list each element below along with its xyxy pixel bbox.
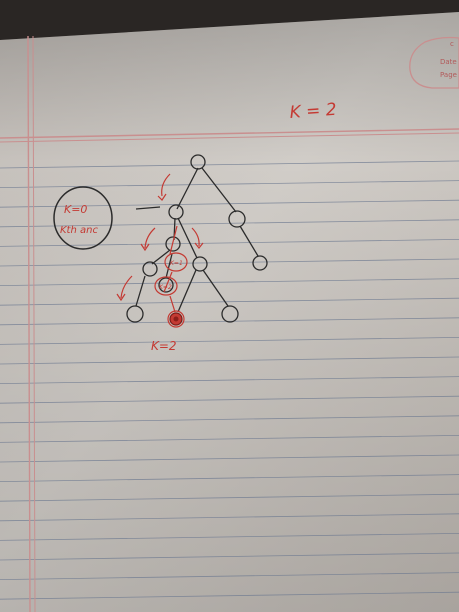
arrow-4	[120, 275, 133, 299]
tree-node-inner	[158, 277, 174, 293]
ruled-line	[0, 513, 459, 522]
ruled-line	[0, 278, 459, 286]
ruled-line	[0, 454, 459, 463]
inner-label-k2: K=2	[159, 284, 172, 291]
tree-node-mid	[192, 256, 208, 272]
inner-label-k1: K=1	[170, 260, 183, 267]
header-line-1	[0, 128, 459, 139]
ruled-line	[0, 395, 459, 404]
arrow-3	[191, 227, 200, 247]
path-segment-1	[169, 225, 178, 255]
tree-nodes	[126, 154, 268, 323]
ruled-line	[0, 572, 459, 580]
ruled-line	[0, 435, 459, 443]
ruled-line	[0, 552, 459, 561]
svg-text:c: c	[450, 40, 454, 48]
ruled-line	[0, 376, 459, 384]
ruled-line	[0, 160, 459, 169]
tree-node-leaf-3	[221, 305, 239, 323]
tree-node-right	[228, 210, 246, 228]
stamp-date-label: Date	[440, 58, 457, 66]
date-page-stamp: Date Page c	[409, 36, 459, 89]
inner-circle-k1	[164, 252, 188, 272]
tree-node-root	[190, 154, 206, 170]
ruled-line	[0, 356, 459, 365]
ruled-line	[0, 297, 459, 306]
target-node	[169, 312, 183, 326]
ruled-line	[0, 415, 459, 424]
ruled-line	[0, 337, 459, 345]
ruled-line	[0, 533, 459, 541]
ruled-line	[0, 258, 459, 267]
stamp-page-label: Page	[440, 71, 457, 79]
note-kth-ancestor: Kth anc	[60, 225, 98, 236]
level-dash	[135, 206, 161, 210]
ruled-line	[0, 493, 459, 502]
tree-node-left	[168, 204, 184, 220]
inner-circle-k2	[154, 276, 178, 296]
tree-node-left-child	[165, 236, 181, 252]
tree-node-lower-left	[142, 261, 158, 277]
note-k-zero: K=0	[64, 203, 87, 216]
ruled-line	[0, 474, 459, 482]
red-annotations	[116, 173, 204, 328]
tree-node-leaf-1	[126, 305, 144, 323]
header-line-2	[0, 132, 459, 143]
circled-note: K=0 Kth anc	[53, 186, 113, 250]
arrow-2	[144, 227, 156, 249]
k-equals-2-heading: K = 2	[289, 100, 337, 123]
path-segment-2	[163, 271, 173, 293]
bottom-k-label: K=2	[151, 339, 177, 353]
ruled-lines	[0, 160, 459, 600]
ruled-line	[0, 591, 459, 600]
path-segment-3	[169, 295, 176, 313]
arrow-1	[161, 173, 171, 197]
tree-node-right-leaf	[252, 255, 268, 271]
margin-line-vertical-1	[27, 35, 31, 612]
note-circle	[53, 186, 113, 250]
paper-shading	[0, 12, 459, 612]
ruled-line	[0, 317, 459, 326]
ruled-line	[0, 239, 459, 247]
ruled-line	[0, 180, 459, 188]
target-highlight-ring	[167, 310, 185, 328]
margin-line-vertical-2	[32, 35, 36, 612]
tree-edges	[135, 167, 259, 313]
